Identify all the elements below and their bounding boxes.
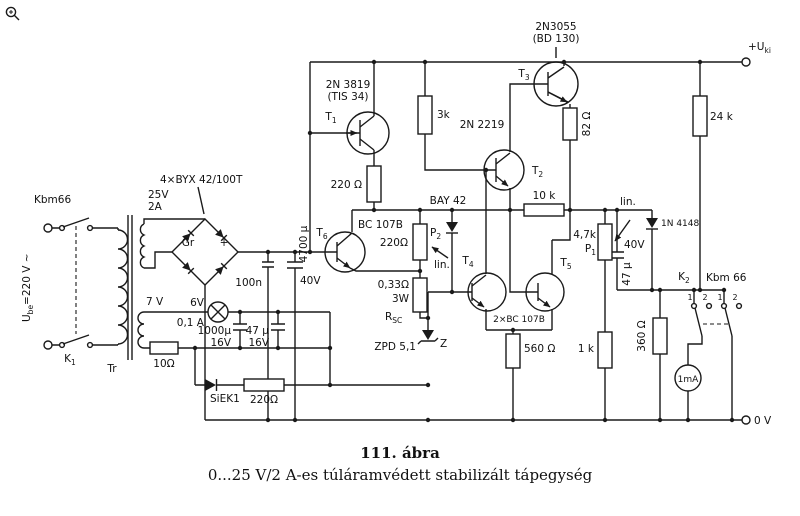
1n4148-label: 1N 4148 [661, 219, 699, 229]
t1-part2-label: (TIS 34) [327, 91, 368, 103]
input-terminal-top [43, 223, 53, 233]
rectifier-plus-label: + [220, 237, 229, 249]
rectifier-ref-label: Gr [182, 237, 195, 249]
zoom-cursor-icon[interactable] [5, 6, 20, 21]
siek1-label: SiEK1 [210, 393, 240, 405]
1n4148-diode-symbol [646, 218, 658, 230]
k2-ref-label: K2 [678, 271, 690, 285]
cap-47u16-value-label: 47 μ [246, 325, 270, 337]
meter-symbol [674, 364, 702, 392]
t4-t5-part-label: 2×BC 107B [493, 315, 545, 325]
k2-switch-symbol [690, 302, 743, 337]
cap-47u40-voltage-label: 40V [624, 239, 645, 251]
zener-part-label: ZPD 5,1 [374, 341, 416, 353]
k1-ref-label: K1 [64, 353, 76, 367]
bridge-rectifier-symbol [171, 218, 239, 286]
k2-contact-2a-label: 2 [702, 293, 707, 302]
lamp-symbol [207, 301, 229, 323]
t4-transistor-symbol [467, 272, 507, 312]
resistor-560-label: 560 Ω [524, 343, 555, 355]
k2-type-label: Kbm 66 [706, 272, 747, 284]
secondary1-voltage-label: 25V [148, 189, 169, 201]
figure-number: 111. ábra [360, 444, 440, 462]
lamp-current-label: 0,1 A [177, 317, 205, 329]
cap-47u40-value-label: 47 μ [621, 262, 633, 286]
input-voltage-label: Ube=220 V ~ [21, 253, 35, 322]
t5-transistor-symbol [525, 272, 565, 312]
secondary2-voltage-label: 7 V [146, 296, 164, 308]
secondary1-current-label: 2A [148, 201, 163, 213]
zener-diode-symbol [417, 330, 439, 345]
cap-4700u-value-label: 4700 μ [298, 225, 310, 262]
resistor-10ohm-label: 10Ω [153, 358, 174, 370]
t6-part-label: BC 107B [358, 219, 403, 231]
junction-dots [192, 59, 735, 423]
lamp-voltage-label: 6V [190, 297, 205, 309]
p2-value-label: 220Ω [380, 237, 408, 249]
wires [52, 47, 742, 421]
resistor-220-t1-label: 220 Ω [331, 179, 362, 191]
t2-part-label: 2N 2219 [460, 119, 505, 131]
k2-contact-2b-label: 2 [732, 293, 737, 302]
cap-100n-label: 100n [235, 277, 262, 289]
zener-ref-label: Z [440, 338, 447, 350]
cap-1000u-voltage-label: 16V [210, 337, 231, 349]
bay42-label: BAY 42 [430, 195, 467, 207]
t4-ref-label: T4 [461, 255, 473, 269]
rsc-power-label: 3W [392, 293, 410, 305]
t6-transistor-symbol [324, 231, 366, 273]
output-terminal-negative [741, 415, 751, 425]
p1-ref-label: P1 [585, 243, 596, 257]
t3-transistor-symbol [533, 61, 579, 107]
rectifier-part-label: 4×BYX 42/100T [160, 174, 243, 186]
p1-taper-arrow [614, 219, 631, 242]
k1-type-label: Kbm66 [34, 194, 71, 206]
output-negative-label: 0 V [754, 415, 772, 427]
p2-ref-label: P2 [430, 227, 441, 241]
meter-range-label: 1mA [678, 375, 699, 385]
resistor-3k-label: 3k [437, 109, 451, 121]
rsc-ref-label: RSC [385, 311, 402, 325]
t1-ref-label: T1 [324, 111, 336, 125]
transformer-symbol [117, 215, 146, 360]
t3-part2-label: (BD 130) [533, 33, 580, 45]
p2-taper-arrow [431, 246, 449, 259]
input-terminal-bottom [43, 340, 53, 350]
resistor-220-aux-label: 220Ω [250, 394, 278, 406]
terminal-circles [43, 57, 751, 425]
resistor-bodies [149, 95, 708, 392]
p1-taper-label: lin. [620, 196, 636, 208]
bay42-diode-symbol [446, 222, 458, 234]
output-terminal-positive [741, 57, 751, 67]
t2-ref-label: T2 [531, 165, 543, 179]
arrow-leads [336, 91, 631, 308]
resistor-360-label: 360 Ω [636, 320, 648, 351]
labels: 2N 3819 (TIS 34) T1 2N 2219 T2 2N3055 (B… [21, 21, 772, 427]
cap-1000u-value-label: 1000μ [198, 325, 232, 337]
k2-contact-1a-label: 1 [687, 293, 692, 302]
t5-ref-label: T5 [559, 257, 571, 271]
resistor-10k-label: 10 k [533, 190, 557, 202]
transformer-ref-label: Tr [106, 363, 117, 375]
siek1-diode-symbol [205, 379, 218, 391]
t3-part-label: 2N3055 [535, 21, 576, 33]
resistor-82-label: 82 Ω [581, 112, 593, 137]
rsc-value-label: 0,33Ω [378, 279, 409, 291]
t1-part-label: 2N 3819 [326, 79, 371, 91]
cap-4700u-voltage-label: 40V [300, 275, 321, 287]
caption: 111. ábra 0...25 V/2 A-es túláramvédett … [208, 444, 593, 484]
t3-ref-label: T3 [517, 68, 529, 82]
figure-title: 0...25 V/2 A-es túláramvédett stabilizál… [208, 466, 593, 484]
resistor-24k-label: 24 k [710, 111, 734, 123]
output-positive-label: +Uki [748, 41, 771, 55]
p2-taper-label: lin. [434, 259, 450, 271]
t2-transistor-symbol [483, 149, 525, 191]
resistor-1k-label: 1 k [578, 343, 595, 355]
cap-47u16-voltage-label: 16V [248, 337, 269, 349]
k2-contact-1b-label: 1 [717, 293, 722, 302]
p1-value-label: 4,7k [573, 229, 597, 241]
k1-switch-symbol [58, 217, 94, 349]
t6-ref-label: T6 [315, 227, 327, 241]
